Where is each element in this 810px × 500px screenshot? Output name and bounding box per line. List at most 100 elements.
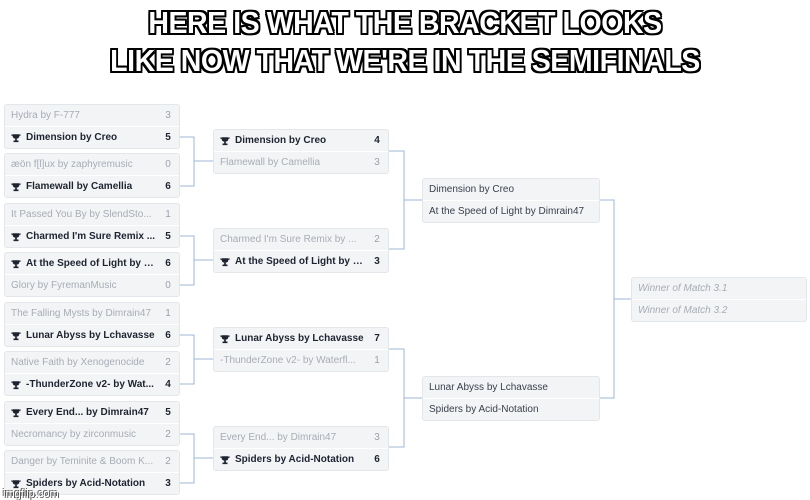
- participant-score: 2: [165, 357, 171, 368]
- participant-slot[interactable]: Dimension by Creo 4: [214, 130, 388, 151]
- participant-score: 4: [165, 379, 171, 390]
- participant-score: 6: [165, 181, 171, 192]
- participant-name: Lunar Abyss by Lchavasse: [429, 382, 548, 393]
- participant-name: Hydra by F-777: [11, 110, 80, 121]
- participant-slot[interactable]: Winner of Match 3.1: [632, 278, 806, 299]
- participant-slot[interactable]: -ThunderZone v2- by Waterfl...1: [214, 349, 388, 371]
- participant-name: Dimension by Creo: [235, 135, 327, 146]
- trophy-icon: [11, 182, 22, 192]
- participant-slot[interactable]: Native Faith by Xenogenocide 2: [5, 352, 179, 373]
- participant-score: 5: [165, 132, 171, 143]
- participant-name: -ThunderZone v2- by Waterfl...: [220, 355, 356, 366]
- participant-score: 6: [165, 330, 171, 341]
- participant-name: Charmed I'm Sure Remix by ...: [220, 234, 357, 245]
- match-card[interactable]: Charmed I'm Sure Remix by ... 2 At the Spe…: [213, 228, 389, 273]
- trophy-icon: [11, 232, 22, 242]
- participant-slot[interactable]: Glory by FyremanMusic 0: [5, 274, 179, 296]
- participant-score: 4: [374, 135, 380, 146]
- participant-slot[interactable]: It Passed You By by SlendSto... 1: [5, 204, 179, 225]
- participant-slot[interactable]: Danger by Teminite & Boom K... 2: [5, 451, 179, 472]
- participant-name: Winner of Match 3.1: [638, 283, 728, 294]
- participant-name: æön f[l]ux by zaphyremusic: [11, 159, 133, 170]
- participant-score: 0: [165, 159, 171, 170]
- participant-score: 6: [374, 454, 380, 465]
- participant-score: 2: [165, 456, 171, 467]
- participant-slot[interactable]: Winner of Match 3.2: [632, 299, 806, 321]
- meme-caption-line-2: LIKE NOW THAT WE'RE IN THE SEMIFINALS: [110, 43, 700, 78]
- participant-slot[interactable]: Charmed I'm Sure Remix ... 5: [5, 225, 179, 247]
- trophy-icon: [220, 334, 231, 344]
- participant-score: 7: [374, 333, 380, 344]
- participant-score: 3: [374, 432, 380, 443]
- participant-score: 6: [165, 258, 171, 269]
- participant-slot[interactable]: At the Speed of Light by D... 6: [5, 253, 179, 274]
- participant-slot[interactable]: Lunar Abyss by Lchavasse: [423, 377, 599, 398]
- participant-name: Charmed I'm Sure Remix ...: [26, 231, 156, 242]
- participant-name: Necromancy by zirconmusic: [11, 429, 137, 440]
- participant-score: 3: [374, 256, 380, 267]
- participant-slot[interactable]: Dimension by Creo: [423, 179, 599, 200]
- participant-name: Dimension by Creo: [429, 184, 515, 195]
- participant-score: 5: [165, 231, 171, 242]
- participant-score: 0: [165, 280, 171, 291]
- participant-slot[interactable]: Every End... by Dimrain47 3: [214, 427, 388, 448]
- match-card[interactable]: Dimension by Creo At the Speed of Light b…: [422, 178, 600, 223]
- participant-slot[interactable]: Necromancy by zirconmusic 2: [5, 423, 179, 445]
- participant-slot[interactable]: Spiders by Acid-Notation 6: [214, 448, 388, 470]
- participant-slot[interactable]: -ThunderZone v2- by Wat...4: [5, 373, 179, 395]
- participant-score: 1: [165, 209, 171, 220]
- trophy-icon: [11, 408, 22, 418]
- participant-name: The Falling Mysts by Dimrain47: [11, 308, 152, 319]
- participant-name: Winner of Match 3.2: [638, 305, 728, 316]
- participant-slot[interactable]: Charmed I'm Sure Remix by ... 2: [214, 229, 388, 250]
- participant-slot[interactable]: At the Speed of Light by D...3: [214, 250, 388, 272]
- participant-slot[interactable]: æön f[l]ux by zaphyremusic 0: [5, 154, 179, 175]
- participant-slot[interactable]: The Falling Mysts by Dimrain47 1: [5, 303, 179, 324]
- meme-caption-line-1: HERE IS WHAT THE BRACKET LOOKS: [148, 5, 662, 40]
- trophy-icon: [11, 133, 22, 143]
- participant-name: It Passed You By by SlendSto...: [11, 209, 152, 220]
- participant-name: At the Speed of Light by D...: [26, 258, 157, 269]
- participant-name: Danger by Teminite & Boom K...: [11, 456, 154, 467]
- trophy-icon: [220, 455, 231, 465]
- participant-score: 1: [165, 308, 171, 319]
- participant-score: 2: [165, 429, 171, 440]
- participant-name: Every End... by Dimrain47: [220, 432, 337, 443]
- participant-name: Native Faith by Xenogenocide: [11, 357, 145, 368]
- participant-slot[interactable]: Spiders by Acid-Notation: [423, 398, 599, 420]
- participant-score: 3: [165, 110, 171, 121]
- participant-name: Glory by FyremanMusic: [11, 280, 117, 291]
- participant-name: Dimension by Creo: [26, 132, 118, 143]
- trophy-icon: [11, 380, 22, 390]
- participant-name: Spiders by Acid-Notation: [235, 454, 355, 465]
- trophy-icon: [220, 136, 231, 146]
- participant-name: Spiders by Acid-Notation: [429, 404, 539, 415]
- participant-slot[interactable]: At the Speed of Light by Dimrain47: [423, 200, 599, 222]
- match-card[interactable]: Native Faith by Xenogenocide 2 -ThunderZon…: [4, 351, 180, 396]
- participant-slot[interactable]: Dimension by Creo 5: [5, 126, 179, 148]
- participant-slot[interactable]: Hydra by F-777 3: [5, 105, 179, 126]
- participant-score: 3: [374, 157, 380, 168]
- imgflip-watermark: imgflip.com: [3, 488, 59, 500]
- trophy-icon: [11, 259, 22, 269]
- participant-score: 2: [374, 234, 380, 245]
